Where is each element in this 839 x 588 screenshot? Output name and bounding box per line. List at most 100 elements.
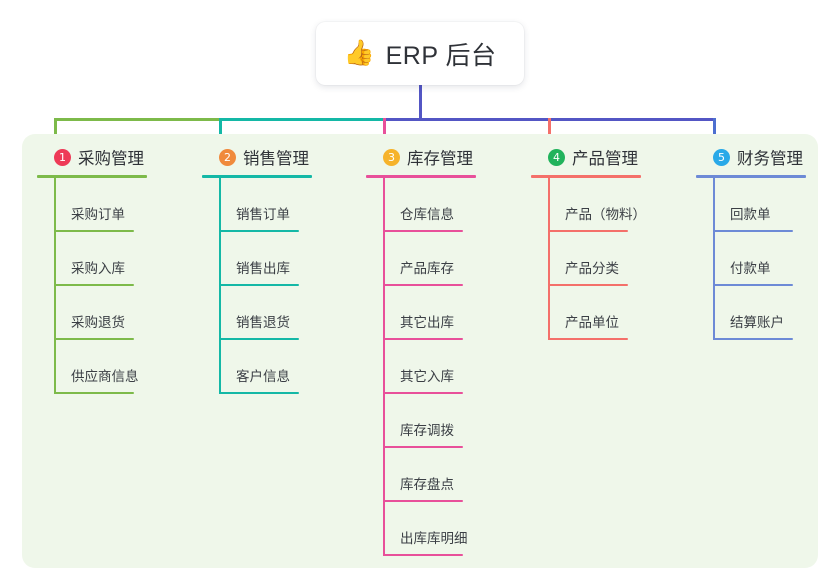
- leaf-label: 客户信息: [236, 369, 290, 384]
- leaf-rule: [548, 284, 628, 286]
- branch-header-4[interactable]: 4 产品管理: [531, 145, 641, 169]
- leaf-label: 产品分类: [565, 261, 619, 276]
- leaf-label: 采购订单: [71, 207, 125, 222]
- leaf-rule: [713, 284, 793, 286]
- leaf-node[interactable]: 付款单: [696, 232, 806, 286]
- branch-number-badge: 2: [219, 148, 236, 166]
- leaf-label: 产品库存: [400, 261, 454, 276]
- leaf-rule: [54, 338, 134, 340]
- connector-bus-left: [54, 118, 221, 121]
- branch-children: 仓库信息产品库存其它出库其它入库库存调拨库存盘点出库库明细: [366, 178, 476, 556]
- root-node[interactable]: 👍 ERP 后台: [316, 22, 524, 85]
- leaf-rule: [219, 392, 299, 394]
- branch-children: 销售订单销售出库销售退货客户信息: [202, 178, 312, 394]
- leaf-rule: [219, 338, 299, 340]
- leaf-node[interactable]: 销售退货: [202, 286, 312, 340]
- leaf-label: 库存调拨: [400, 423, 454, 438]
- branch-header-rule: [37, 175, 147, 178]
- leaf-node[interactable]: 结算账户: [696, 286, 806, 340]
- leaf-node[interactable]: 产品单位: [531, 286, 641, 340]
- leaf-rule: [713, 230, 793, 232]
- leaf-node[interactable]: 采购订单: [37, 178, 147, 232]
- branch-header-3[interactable]: 3 库存管理: [366, 145, 476, 169]
- leaf-node[interactable]: 其它入库: [366, 340, 476, 394]
- branch-children: 产品（物料） 产品分类产品单位: [531, 178, 646, 340]
- leaf-node[interactable]: 产品（物料）: [531, 178, 646, 232]
- leaf-node[interactable]: 销售订单: [202, 178, 312, 232]
- branch-spine: [54, 178, 56, 394]
- leaf-label: 产品单位: [565, 315, 619, 330]
- branch-title: 采购管理: [78, 150, 144, 168]
- leaf-rule: [383, 446, 463, 448]
- leaf-node[interactable]: 回款单: [696, 178, 806, 232]
- branch-header-5[interactable]: 5 财务管理: [696, 145, 806, 169]
- leaf-label: 出库库明细: [400, 531, 468, 546]
- leaf-node[interactable]: 产品库存: [366, 232, 476, 286]
- leaf-node[interactable]: 供应商信息: [37, 340, 147, 394]
- branch-spine: [383, 178, 385, 556]
- leaf-label: 仓库信息: [400, 207, 454, 222]
- branch-header-rule: [696, 175, 806, 178]
- leaf-rule: [54, 392, 134, 394]
- leaf-node[interactable]: 销售出库: [202, 232, 312, 286]
- leaf-label: 采购入库: [71, 261, 125, 276]
- leaf-label: 产品（物料）: [565, 207, 646, 222]
- connector-drop-5: [712, 118, 716, 147]
- branch-number-badge: 4: [548, 148, 565, 166]
- root-title: ERP 后台: [385, 41, 497, 70]
- leaf-label: 销售订单: [236, 207, 290, 222]
- connector-drop-3: [382, 118, 386, 147]
- branch-spine: [219, 178, 221, 394]
- leaf-label: 其它出库: [400, 315, 454, 330]
- leaf-label: 销售退货: [236, 315, 290, 330]
- leaf-node[interactable]: 采购退货: [37, 286, 147, 340]
- leaf-rule: [219, 284, 299, 286]
- leaf-node[interactable]: 其它出库: [366, 286, 476, 340]
- branch-column-5: 5 财务管理回款单付款单结算账户: [696, 145, 806, 340]
- leaf-node[interactable]: 库存盘点: [366, 448, 476, 502]
- branch-children: 采购订单采购入库采购退货供应商信息: [37, 178, 147, 394]
- connector-drop-4: [547, 118, 551, 147]
- branch-title: 产品管理: [572, 150, 638, 168]
- leaf-node[interactable]: 客户信息: [202, 340, 312, 394]
- branches-panel: [22, 134, 818, 568]
- leaf-rule: [219, 230, 299, 232]
- leaf-rule: [383, 392, 463, 394]
- leaf-rule: [54, 230, 134, 232]
- leaf-label: 供应商信息: [71, 369, 139, 384]
- branch-header-rule: [202, 175, 312, 178]
- leaf-label: 付款单: [730, 261, 771, 276]
- leaf-rule: [383, 554, 463, 556]
- branch-spine: [548, 178, 550, 340]
- leaf-node[interactable]: 采购入库: [37, 232, 147, 286]
- branch-header-1[interactable]: 1 采购管理: [37, 145, 147, 169]
- leaf-rule: [383, 500, 463, 502]
- leaf-rule: [383, 338, 463, 340]
- branch-number-badge: 5: [713, 148, 730, 166]
- branch-column-3: 3 库存管理仓库信息产品库存其它出库其它入库库存调拨库存盘点出库库明细: [366, 145, 476, 556]
- leaf-label: 回款单: [730, 207, 771, 222]
- branch-column-1: 1 采购管理采购订单采购入库采购退货供应商信息: [37, 145, 147, 394]
- branch-column-4: 4 产品管理产品（物料） 产品分类产品单位: [531, 145, 646, 340]
- leaf-label: 其它入库: [400, 369, 454, 384]
- leaf-rule: [54, 284, 134, 286]
- leaf-rule: [548, 230, 628, 232]
- leaf-node[interactable]: 库存调拨: [366, 394, 476, 448]
- branch-number-badge: 1: [54, 148, 71, 166]
- leaf-node[interactable]: 出库库明细: [366, 502, 476, 556]
- leaf-node[interactable]: 产品分类: [531, 232, 641, 286]
- branch-title: 库存管理: [407, 150, 473, 168]
- branch-children: 回款单付款单结算账户: [696, 178, 806, 340]
- leaf-rule: [383, 230, 463, 232]
- connector-root-stem: [418, 83, 422, 120]
- branch-title: 财务管理: [737, 150, 803, 168]
- connector-bus-middle: [219, 118, 385, 121]
- branch-header-rule: [366, 175, 476, 178]
- branch-number-badge: 3: [383, 148, 400, 166]
- leaf-node[interactable]: 仓库信息: [366, 178, 476, 232]
- connector-drop-1: [53, 118, 57, 147]
- leaf-rule: [713, 338, 793, 340]
